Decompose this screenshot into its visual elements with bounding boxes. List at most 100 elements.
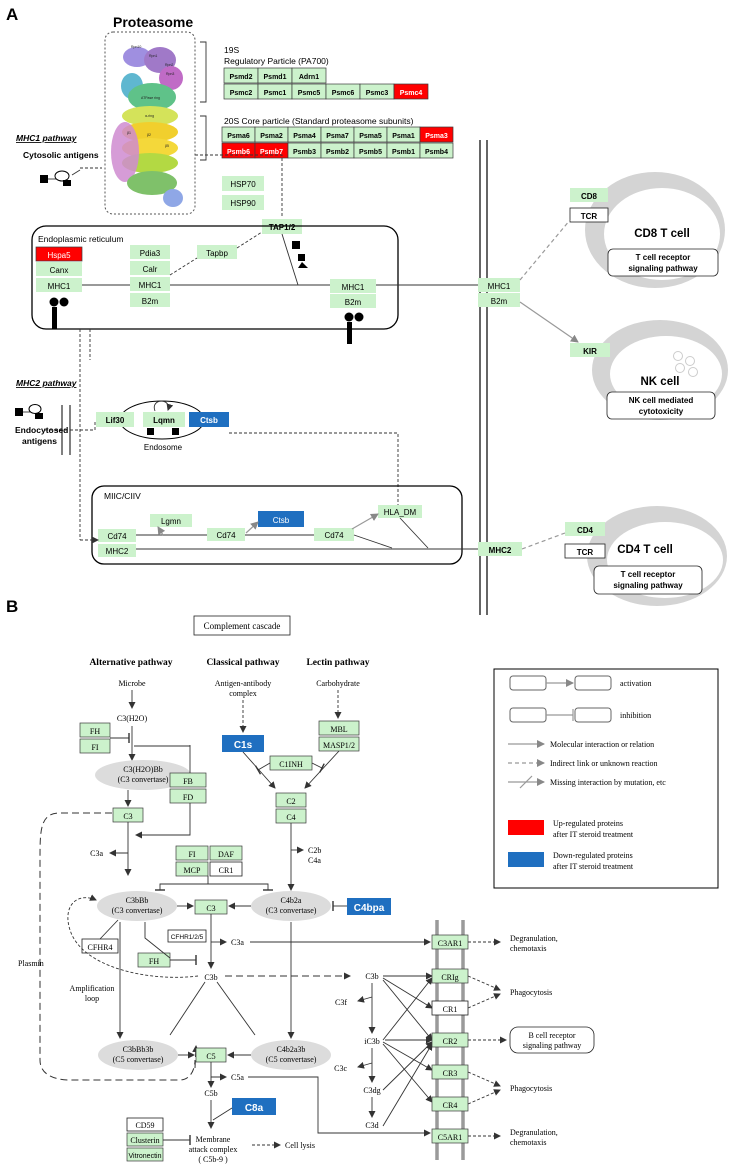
legend-molecular: Molecular interaction or relation (550, 740, 654, 749)
c5-label: C5 (206, 1052, 215, 1061)
antigen-icon (40, 169, 81, 186)
complement-cascade-title-box (193, 615, 291, 636)
legend: activation inhibition Molecular interact… (493, 668, 719, 889)
mbl-label: MBL (330, 725, 347, 734)
gene-mcp (175, 861, 209, 877)
cell-lysis-label: Cell lysis (285, 1141, 315, 1150)
tap-to-mhc1-line (281, 233, 299, 286)
er-compartment (31, 225, 399, 330)
gene-adrn1 (291, 67, 327, 84)
c3bbb3b-complex (98, 1040, 178, 1070)
lqmn-label: Lqmn (153, 416, 175, 425)
mhc1-label: MHC1 (342, 283, 365, 292)
b2m-label: B2m (345, 298, 362, 307)
legend-activation: activation (620, 679, 652, 688)
bcr-pathway-line2: signaling pathway (523, 1041, 581, 1050)
proteasome-to-tap-link (195, 154, 283, 218)
degranulation-label-2: chemotaxis (510, 944, 546, 953)
fd-label: FD (183, 793, 193, 802)
endocytosis-link (45, 420, 96, 431)
cd74-label: Cd74 (324, 531, 344, 540)
c4b2a-label-2: (C3 convertase) (266, 906, 317, 915)
alternative-pathway-label: Alternative pathway (89, 658, 172, 668)
cd4-cell-label: CD4 T cell (617, 544, 673, 556)
gene-label: Psmb7 (260, 149, 283, 156)
c8a-link (212, 1107, 233, 1121)
gene-ctsb-downregulated (189, 412, 229, 427)
c1inh-inhibition-left (254, 762, 271, 775)
c3b-label: C3b (365, 972, 378, 981)
vitronectin-label: Vitronectin (129, 1153, 162, 1160)
cp-bracket (200, 115, 207, 161)
c3c-label: C3c (334, 1064, 347, 1073)
fh-label: FH (149, 957, 159, 966)
gene-label: Psmd1 (264, 74, 287, 81)
gene-cd74 (207, 528, 245, 541)
hla-dm-arrow (351, 513, 379, 530)
peptide-icon (298, 262, 308, 268)
proteasome-model-image: Rpn10 Rpn1 Rpn2 Rpn3 ATPase ring α-ring … (104, 31, 196, 215)
gene-cd4 (565, 522, 605, 536)
gene-mbl (318, 720, 360, 736)
gene-cd59 (126, 1117, 164, 1132)
cytosolic-antigens-label: Cytosolic antigens (23, 150, 99, 160)
receptor-fan-lines (382, 972, 433, 1127)
c3h2obb-label-1: C3(H2O)Bb (123, 765, 163, 774)
c3a-label: C3a (231, 938, 244, 947)
cd74-flow (353, 534, 393, 549)
gene-c2 (275, 792, 307, 808)
bcr-pathway-line1: B cell receptor (528, 1031, 575, 1040)
tcr-pathway-box[interactable] (607, 248, 719, 277)
miic-label: MIIC/CIIV (104, 491, 141, 501)
tcr-pathway-line1: T cell receptor (636, 253, 691, 262)
gene-lqmn (143, 412, 185, 427)
c4a-label: C4a (308, 856, 321, 865)
gene-b2m-surface (478, 293, 520, 307)
legend-indirect: Indirect link or unknown reaction (550, 759, 658, 768)
amplification-loop (67, 894, 199, 978)
degranulation-label-2: chemotaxis (510, 1138, 546, 1147)
c4b2a3b-complex (251, 1040, 331, 1070)
c3bbb3b-label-2: (C5 convertase) (113, 1055, 164, 1064)
mhc1-label: MHC1 (48, 282, 71, 291)
gene-label: Psmc4 (400, 90, 423, 97)
c3bbb-complex (97, 891, 177, 921)
gene-cd74 (314, 528, 354, 541)
cr3-label: CR3 (443, 1069, 458, 1078)
fd-to-c3-arrow (135, 803, 191, 839)
legend-missing: Missing interaction by mutation, etc (550, 778, 666, 787)
lif30-label: Lif30 (106, 416, 125, 425)
c3b-to-c5-convertase (216, 981, 256, 1036)
model-label: ATPase ring (141, 96, 160, 100)
mac-label-3: ( C5b-9 ) (198, 1155, 228, 1164)
c3-label: C3 (206, 904, 215, 913)
bcr-pathway-box[interactable] (509, 1026, 595, 1054)
c5b-label: C5b (204, 1089, 217, 1098)
tcr-label: TCR (577, 548, 594, 557)
c2b-label: C2b (308, 846, 321, 855)
c3bbb3b-label-1: C3bBb3b (123, 1045, 154, 1054)
c8a-label: C8a (245, 1103, 264, 1114)
tcr-pathway-box[interactable] (593, 565, 703, 595)
kir-label: KIR (583, 347, 597, 356)
tcr-pathway-line2: signaling pathway (628, 264, 698, 273)
model-label: β5 (165, 144, 169, 148)
mhc2-pathway-label: MHC2 pathway (16, 378, 78, 388)
peptide-icon (172, 428, 179, 435)
mhc1-label: MHC1 (139, 281, 162, 290)
c4b2a3b-label-2: (C5 convertase) (266, 1055, 317, 1064)
legend-red-swatch (508, 820, 544, 835)
gene-label: Psma2 (260, 133, 283, 140)
gene-tcr (569, 207, 609, 223)
fi-label: FI (91, 743, 98, 752)
gene-cd8 (570, 188, 608, 202)
gene-psma3-upregulated (419, 126, 454, 143)
lectin-pathway-label: Lectin pathway (306, 658, 369, 668)
receptor-column: C3AR1 CRIg CR1 CR2 CR3 CR4 C5AR1 (431, 934, 469, 1144)
degranulation-label-1: Degranulation, (510, 934, 558, 943)
gene-psmc4-upregulated (393, 83, 429, 100)
c5a-to-c5ar1 (248, 1076, 431, 1137)
cfhr4-link (99, 919, 119, 940)
tcr-pathway-line1: T cell receptor (621, 570, 676, 579)
nk-pathway-box[interactable] (606, 391, 716, 420)
